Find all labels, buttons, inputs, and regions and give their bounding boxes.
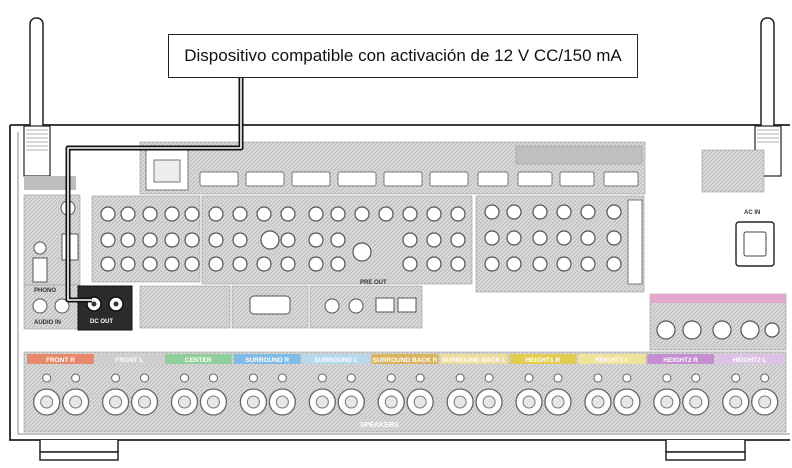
- speaker-label-6: SURROUND BACK L: [442, 357, 506, 364]
- speaker-terminal-core-10-0: [729, 395, 743, 409]
- bt-plate-left: [24, 176, 76, 190]
- speaker-header-6: [440, 354, 508, 364]
- speaker-terminal-core-10-1: [758, 395, 772, 409]
- speaker-polarity-mark-0-1: [71, 373, 81, 383]
- speaker-polarity-mark-2-0: [179, 373, 189, 383]
- speaker-terminal-core-4-1: [344, 395, 358, 409]
- speaker-polarity-mark-5-0: [386, 373, 396, 383]
- speaker-terminal-core-3-1: [275, 395, 289, 409]
- speaker-label-4: SURROUND L: [314, 357, 357, 364]
- speaker-polarity-mark-1-0: [111, 373, 121, 383]
- speakers-label: SPEAKERS: [360, 422, 399, 429]
- speaker-polarity-mark-10-1: [760, 373, 770, 383]
- speaker-polarity-mark-9-0: [662, 373, 672, 383]
- speaker-label-10: HEIGHT2 L: [733, 357, 767, 364]
- speaker-header-8: [578, 354, 646, 364]
- speaker-polarity-mark-3-1: [277, 373, 287, 383]
- speaker-header-3: [233, 354, 301, 364]
- hdmi-ports: [199, 171, 639, 187]
- antenna-left: [23, 17, 51, 177]
- speaker-terminal-core-0-1: [69, 395, 83, 409]
- speaker-polarity-mark-2-1: [208, 373, 218, 383]
- speaker-polarity-mark-1-1: [140, 373, 150, 383]
- speaker-polarity-mark-6-0: [455, 373, 465, 383]
- speaker-terminal-core-0-0: [40, 395, 54, 409]
- speaker-terminal-core-6-1: [482, 395, 496, 409]
- speaker-terminal-core-8-0: [591, 395, 605, 409]
- speaker-terminal-core-1-0: [109, 395, 123, 409]
- speaker-polarity-mark-4-0: [317, 373, 327, 383]
- device-callout-label: Dispositivo compatible con activación de…: [168, 34, 638, 78]
- speaker-polarity-mark-7-0: [524, 373, 534, 383]
- speaker-label-3: SURROUND R: [245, 357, 289, 364]
- foot-left: [39, 440, 119, 461]
- speaker-header-7: [509, 354, 577, 364]
- phono-label: PHONO: [34, 288, 57, 294]
- speaker-label-5: SURROUND BACK R: [373, 357, 438, 364]
- speaker-terminal-core-4-0: [315, 395, 329, 409]
- speaker-polarity-mark-3-0: [248, 373, 258, 383]
- speaker-header-10: [716, 354, 783, 364]
- speaker-terminal-core-8-1: [620, 395, 634, 409]
- speaker-label-8: HEIGHT1 L: [595, 357, 629, 364]
- speaker-terminal-core-9-1: [689, 395, 703, 409]
- speaker-terminal-core-7-0: [522, 395, 536, 409]
- speaker-terminal-core-9-0: [660, 395, 674, 409]
- speaker-header-5: [371, 354, 439, 364]
- rca-video: [484, 204, 622, 272]
- speaker-terminal-core-6-0: [453, 395, 467, 409]
- speaker-terminal-core-1-1: [138, 395, 152, 409]
- rca-pre-out: [208, 206, 466, 272]
- speaker-polarity-mark-5-1: [415, 373, 425, 383]
- speaker-label-0: FRONT R: [46, 357, 75, 364]
- dc-out-label: DC OUT: [90, 319, 113, 325]
- speaker-header-4: [302, 354, 370, 364]
- speaker-header-1: [95, 354, 163, 364]
- speaker-polarity-mark-10-0: [731, 373, 741, 383]
- speaker-header-9: [647, 354, 715, 364]
- speaker-terminal-core-7-1: [551, 395, 565, 409]
- dc-out-block: [77, 285, 133, 331]
- speaker-polarity-mark-6-1: [484, 373, 494, 383]
- ac-in-label: AC IN: [744, 210, 761, 216]
- speaker-polarity-mark-7-1: [553, 373, 563, 383]
- speaker-polarity-mark-9-1: [691, 373, 701, 383]
- speaker-terminal-core-2-1: [206, 395, 220, 409]
- speaker-terminal-core-3-0: [246, 395, 260, 409]
- speaker-polarity-mark-8-1: [622, 373, 632, 383]
- speaker-polarity-mark-8-0: [593, 373, 603, 383]
- speaker-label-9: HEIGHT2 R: [663, 357, 698, 364]
- rca-audio-in: [100, 206, 200, 272]
- speaker-header-2: [164, 354, 232, 364]
- speaker-polarity-mark-4-1: [346, 373, 356, 383]
- foot-right: [665, 440, 746, 461]
- speaker-terminal-core-2-0: [177, 395, 191, 409]
- chassis-inner-edge: [17, 132, 790, 435]
- pre-out-label: PRE OUT: [360, 280, 387, 286]
- speaker-terminal-core-5-1: [413, 395, 427, 409]
- speaker-polarity-mark-0-0: [42, 373, 52, 383]
- bt-plate-right: [701, 149, 765, 193]
- speaker-terminal-core-5-0: [384, 395, 398, 409]
- speaker-label-2: CENTER: [185, 357, 212, 364]
- speaker-label-1: FRONT L: [115, 357, 143, 364]
- speaker-label-7: HEIGHT1 R: [525, 357, 560, 364]
- audio-in-label: AUDIO IN: [34, 320, 61, 326]
- speaker-header-0: [27, 354, 94, 364]
- chassis-outline: [9, 125, 790, 441]
